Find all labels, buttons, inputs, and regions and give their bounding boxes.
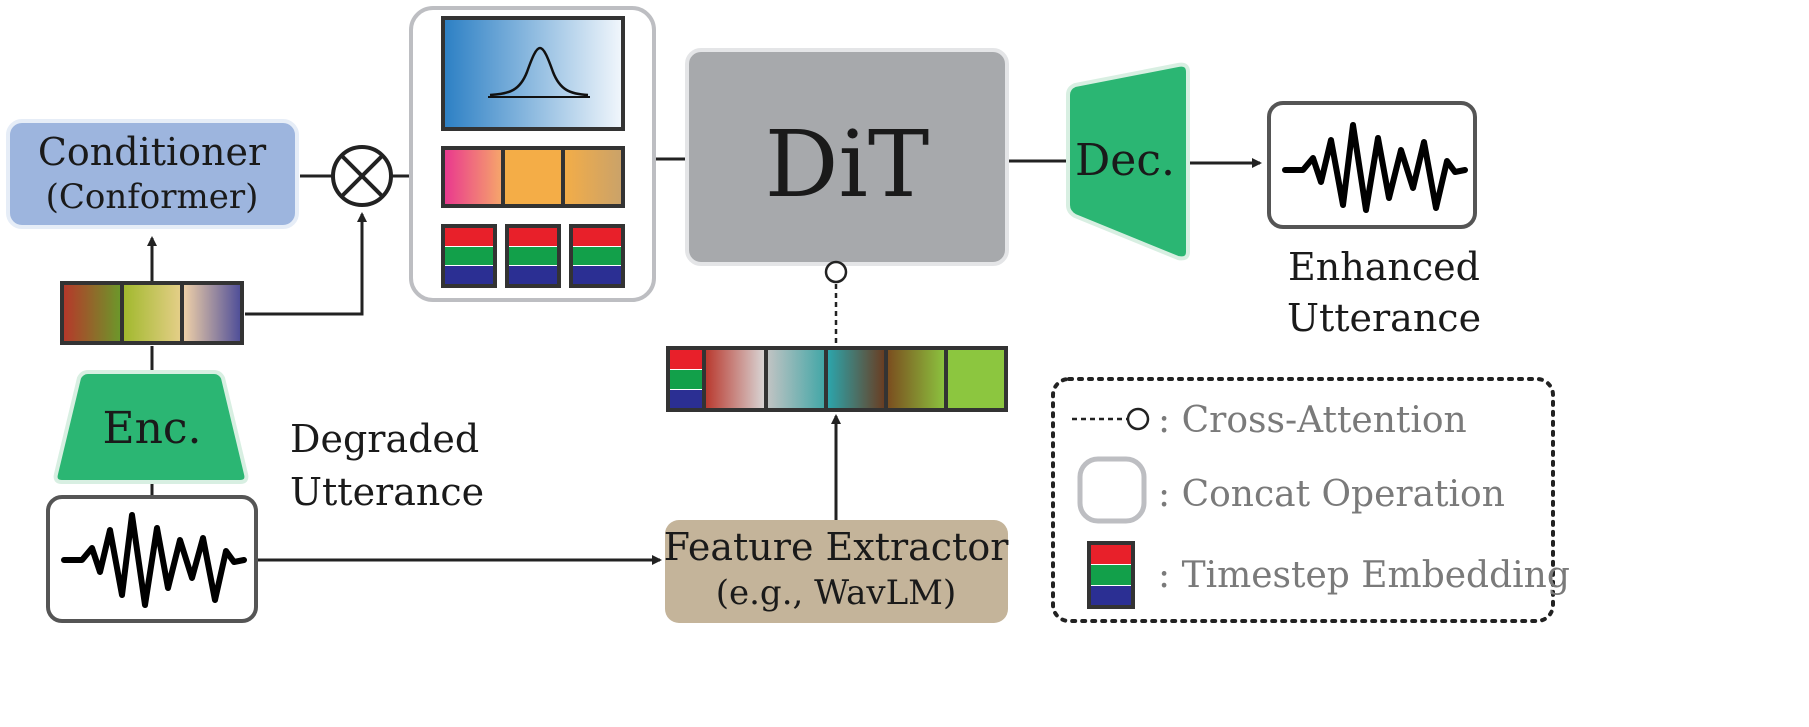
degraded-label-line2: Utterance [290,470,484,514]
legend-concat: : Concat Operation [1077,456,1505,524]
cross-attention-icon [1126,407,1150,431]
timestep-embedding-1 [441,224,497,288]
dit-block: DiT [685,48,1009,266]
degraded-label-line1: Degraded [290,417,479,461]
concat-icon [1077,456,1147,524]
decoder-block: Dec. [1066,62,1190,261]
degraded-waveform-box [46,495,258,623]
enhanced-label-line2: Utterance [1287,296,1481,340]
legend: : Cross-Attention : Concat Operation : T… [1051,377,1570,623]
conditioner-subtitle: (Conformer) [46,177,259,217]
conditioner-block: Conditioner (Conformer) [6,119,299,229]
feature-extractor-subtitle: (e.g., WavLM) [716,573,957,613]
timestep-embedding-3 [569,224,625,288]
cross-attention-port [824,260,848,284]
legend-timestep: : Timestep Embedding [1087,541,1570,609]
encoder-label: Enc. [102,403,201,454]
legend-cross-attention: : Cross-Attention [1072,400,1467,441]
feature-extractor-block: Feature Extractor (e.g., WavLM) [664,520,1010,623]
enhanced-label-line1: Enhanced [1288,245,1480,289]
concat-block [409,6,656,302]
legend-cross-attention-label: : Cross-Attention [1158,400,1467,441]
enhanced-waveform-box [1267,101,1477,229]
degraded-waveform-icon [61,512,247,608]
enhanced-waveform-icon [1282,122,1468,213]
encoder-block: Enc. [53,370,249,484]
feature-extractor-title: Feature Extractor [664,525,1010,569]
feature-embedding [666,346,1008,412]
timestep-embedding-2 [505,224,561,288]
multiply-operator [331,145,393,207]
connector-lines [147,157,1262,565]
legend-concat-label: : Concat Operation [1158,474,1505,515]
dit-label: DiT [765,111,930,218]
legend-timestep-label: : Timestep Embedding [1158,555,1570,596]
gaussian-curve-icon [489,46,589,97]
encoder-embedding [60,281,244,345]
conditioner-title: Conditioner [38,130,267,174]
decoder-label: Dec. [1075,135,1175,186]
